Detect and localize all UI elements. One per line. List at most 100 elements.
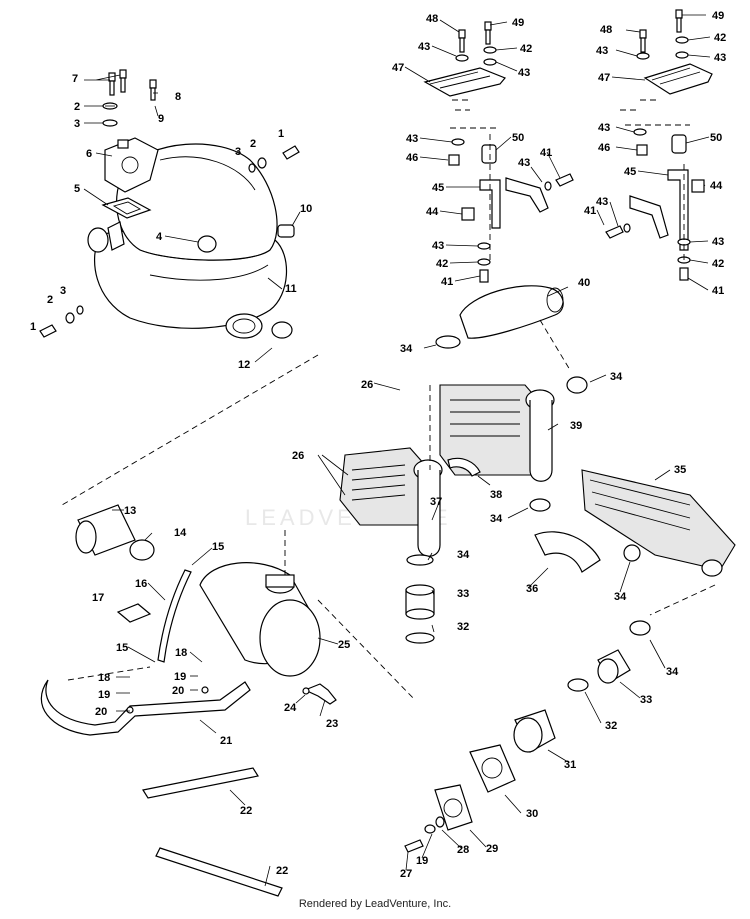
callout-33: 33	[457, 588, 469, 600]
callout-48: 48	[426, 13, 438, 25]
callout-labels: 7 8 9 2 3 6 5 4 1 2 3 10 11 12 1 2 3 13 …	[30, 10, 726, 880]
callout-30: 30	[526, 808, 538, 820]
muffler-assembly	[87, 143, 295, 339]
long-muffler-right	[581, 469, 736, 577]
bracket-assembly-left	[423, 21, 574, 283]
callout-41: 41	[584, 205, 596, 217]
callout-36: 36	[526, 583, 538, 595]
callout-20: 20	[95, 706, 107, 718]
callout-41: 41	[441, 276, 453, 288]
callout-40: 40	[578, 277, 590, 289]
callout-18: 18	[175, 647, 187, 659]
callout-26: 26	[292, 450, 304, 462]
canister	[199, 562, 321, 677]
footer-credit: Rendered by LeadVenture, Inc.	[298, 898, 452, 910]
callout-42: 42	[436, 258, 448, 270]
callout-39: 39	[570, 420, 582, 432]
callout-41: 41	[540, 147, 552, 159]
elbow-36	[534, 531, 601, 573]
callout-34: 34	[457, 549, 470, 561]
callout-19: 19	[174, 671, 186, 683]
bolt-set-top-left	[39, 69, 300, 339]
callout-32: 32	[605, 720, 617, 732]
callout-34: 34	[400, 343, 413, 355]
callout-32: 32	[457, 621, 469, 633]
callout-11: 11	[285, 283, 297, 295]
callout-12: 12	[238, 359, 250, 371]
callout-14: 14	[174, 527, 187, 539]
callout-3: 3	[235, 146, 241, 158]
callout-1: 1	[30, 321, 36, 333]
callout-42: 42	[520, 43, 532, 55]
callout-47: 47	[598, 72, 610, 84]
callout-3: 3	[74, 118, 80, 130]
callout-38: 38	[490, 489, 502, 501]
callout-9: 9	[158, 113, 164, 125]
callout-43: 43	[596, 45, 608, 57]
leader-lines	[83, 14, 711, 887]
callout-42: 42	[714, 32, 726, 44]
callout-44: 44	[426, 206, 439, 218]
callout-45: 45	[624, 166, 636, 178]
callout-23: 23	[326, 718, 338, 730]
callout-18: 18	[98, 672, 110, 684]
callout-27: 27	[400, 868, 412, 880]
callout-28: 28	[457, 844, 469, 856]
callout-43: 43	[518, 157, 530, 169]
callout-19: 19	[416, 855, 428, 867]
hose-38	[447, 457, 481, 477]
callout-19: 19	[98, 689, 110, 701]
callout-43: 43	[418, 41, 430, 53]
callout-31: 31	[564, 759, 576, 771]
callout-50: 50	[710, 132, 722, 144]
callout-34: 34	[490, 513, 503, 525]
callout-15: 15	[212, 541, 224, 553]
callout-2: 2	[74, 101, 80, 113]
callout-5: 5	[74, 183, 80, 195]
callout-47: 47	[392, 62, 404, 74]
callout-26: 26	[361, 379, 373, 391]
callout-24: 24	[284, 702, 297, 714]
callout-44: 44	[710, 180, 723, 192]
canister-strap	[157, 569, 192, 663]
callout-43: 43	[432, 240, 444, 252]
callout-16: 16	[135, 578, 147, 590]
resonator-left	[339, 447, 443, 557]
outlet-stack-lower-right	[404, 620, 651, 853]
callout-3: 3	[60, 285, 66, 297]
flange-gasket	[101, 197, 152, 219]
callout-4: 4	[156, 231, 163, 243]
callout-46: 46	[598, 142, 610, 154]
callout-17: 17	[92, 592, 104, 604]
callout-43: 43	[712, 236, 724, 248]
callout-43: 43	[598, 122, 610, 134]
assembly-lines	[61, 99, 716, 701]
callout-7: 7	[72, 73, 78, 85]
rubber-pads	[142, 767, 283, 897]
callout-2: 2	[250, 138, 256, 150]
mounting-bracket	[40, 679, 251, 736]
callout-49: 49	[512, 17, 524, 29]
callout-29: 29	[486, 843, 498, 855]
callout-34: 34	[666, 666, 679, 678]
callout-10: 10	[300, 203, 312, 215]
couplings-center	[405, 335, 641, 644]
callout-8: 8	[175, 91, 181, 103]
callout-6: 6	[86, 148, 92, 160]
callout-35: 35	[674, 464, 686, 476]
callout-41: 41	[712, 285, 724, 297]
exhaust-manifold-flange	[104, 137, 159, 193]
elbow-hose-top	[459, 285, 564, 339]
callout-49: 49	[712, 10, 724, 22]
callout-22: 22	[276, 865, 288, 877]
callout-43: 43	[518, 67, 530, 79]
callout-43: 43	[596, 196, 608, 208]
callout-46: 46	[406, 152, 418, 164]
tailpipe	[75, 504, 155, 561]
callout-33: 33	[640, 694, 652, 706]
resonator-right	[439, 384, 555, 482]
callout-20: 20	[172, 685, 184, 697]
callout-45: 45	[432, 182, 444, 194]
callout-42: 42	[712, 258, 724, 270]
